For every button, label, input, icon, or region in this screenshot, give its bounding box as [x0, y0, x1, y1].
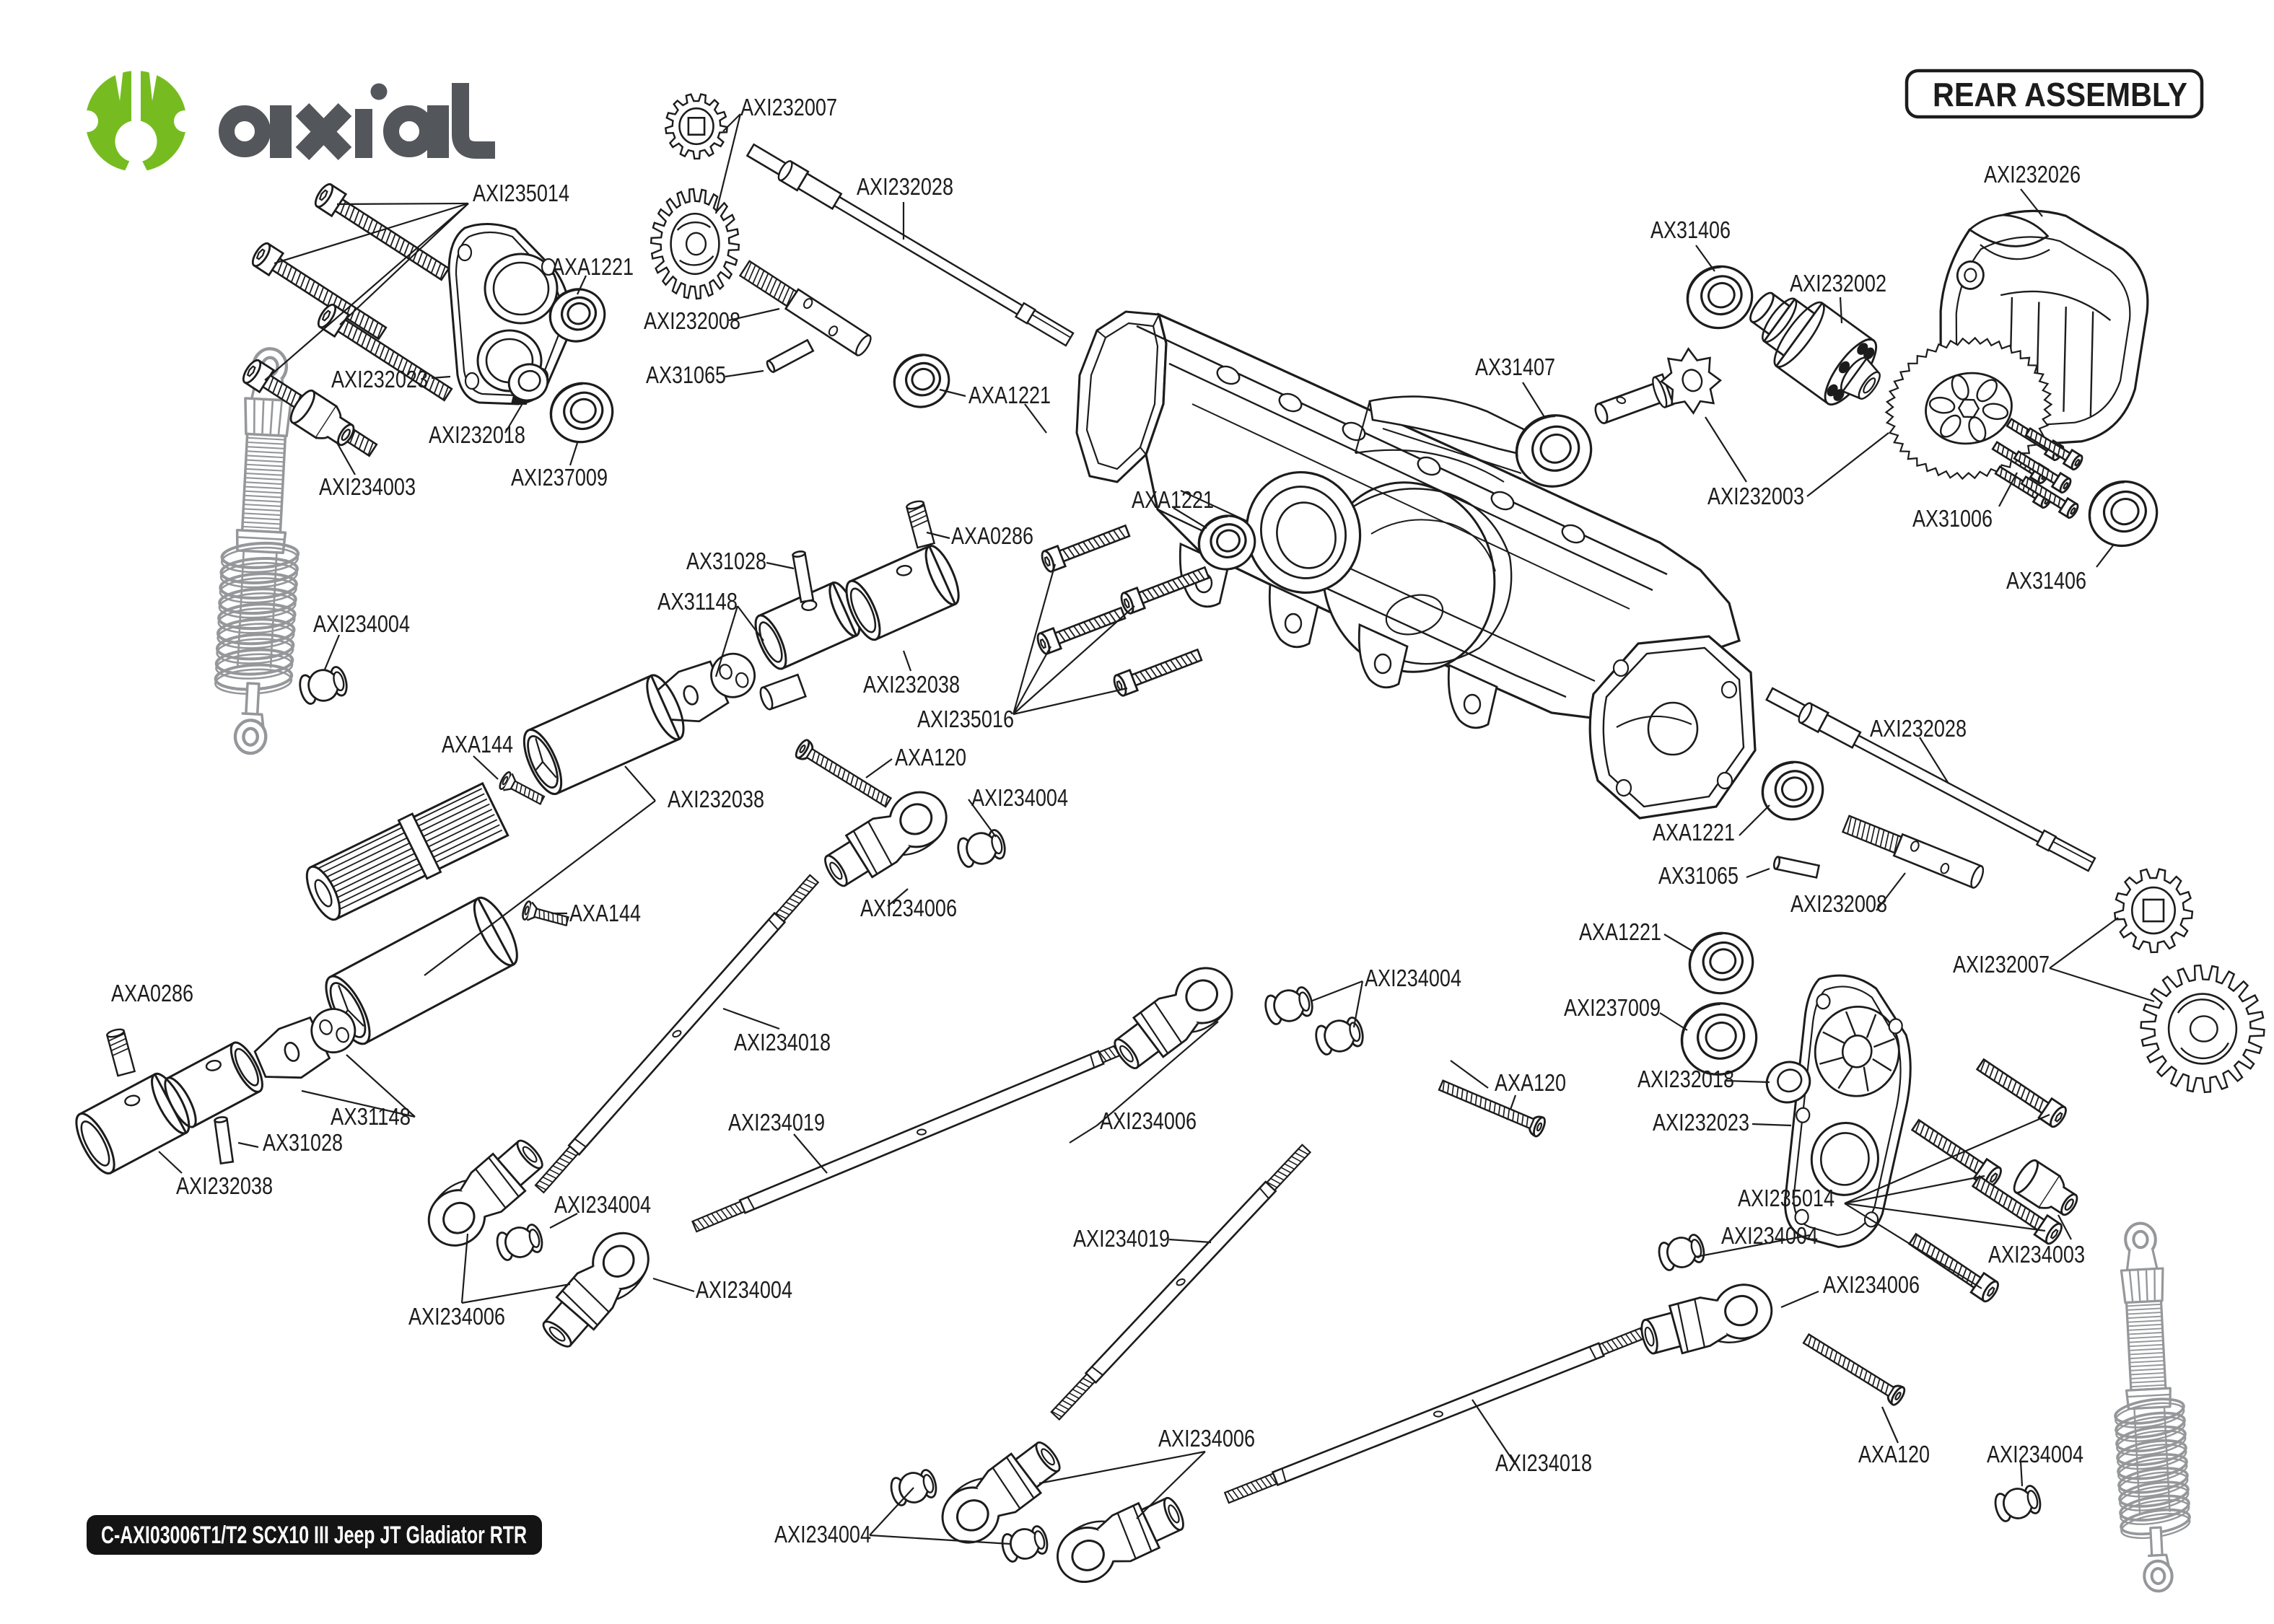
svg-text:AXI232007: AXI232007	[1953, 951, 2050, 978]
svg-text:AXI237009: AXI237009	[511, 464, 608, 491]
svg-text:AX31065: AX31065	[1658, 862, 1739, 889]
svg-text:REAR ASSEMBLY: REAR ASSEMBLY	[1933, 76, 2187, 113]
svg-text:AXA1221: AXA1221	[1132, 486, 1214, 513]
svg-text:AXI232023: AXI232023	[331, 366, 428, 392]
svg-text:AXA1221: AXA1221	[968, 382, 1051, 408]
svg-text:AXA0286: AXA0286	[951, 522, 1033, 549]
svg-text:AXI232023: AXI232023	[1653, 1109, 1749, 1136]
svg-text:AX31065: AX31065	[646, 361, 726, 388]
svg-text:AXI234003: AXI234003	[1988, 1241, 2085, 1268]
svg-text:AXI235014: AXI235014	[1738, 1185, 1834, 1211]
svg-text:AXI234006: AXI234006	[408, 1303, 505, 1330]
svg-text:AXI234004: AXI234004	[774, 1521, 871, 1548]
svg-text:AXI232038: AXI232038	[176, 1172, 273, 1199]
svg-text:AX31406: AX31406	[1650, 216, 1731, 243]
svg-text:AXI237009: AXI237009	[1564, 994, 1661, 1021]
svg-text:AXI234006: AXI234006	[1158, 1425, 1255, 1452]
svg-text:AXI232028: AXI232028	[857, 173, 953, 200]
svg-text:AXI234006: AXI234006	[1100, 1107, 1197, 1134]
svg-text:AXI232007: AXI232007	[740, 94, 837, 120]
svg-text:AXI234019: AXI234019	[728, 1109, 825, 1136]
svg-text:AXI232003: AXI232003	[1707, 483, 1804, 509]
svg-text:AXI235016: AXI235016	[917, 706, 1014, 732]
svg-text:AXI234018: AXI234018	[734, 1029, 831, 1055]
svg-text:AXA144: AXA144	[569, 900, 641, 926]
svg-text:AXI232038: AXI232038	[668, 786, 764, 812]
svg-text:AXI232028: AXI232028	[1870, 715, 1967, 742]
svg-text:AXI234004: AXI234004	[1987, 1441, 2083, 1467]
svg-text:AXI234003: AXI234003	[319, 473, 416, 500]
svg-text:AXI232038: AXI232038	[863, 671, 960, 698]
svg-text:AXI234018: AXI234018	[1495, 1449, 1592, 1476]
svg-text:AX31407: AX31407	[1475, 354, 1555, 380]
svg-text:AXA120: AXA120	[1495, 1069, 1566, 1096]
svg-text:AX31006: AX31006	[1912, 505, 1993, 532]
svg-text:AXI234004: AXI234004	[696, 1276, 792, 1303]
svg-text:AXA120: AXA120	[1858, 1441, 1930, 1467]
svg-text:AXI234006: AXI234006	[1823, 1271, 1920, 1298]
svg-text:AXA120: AXA120	[895, 744, 966, 771]
svg-text:AX31148: AX31148	[331, 1103, 411, 1130]
svg-text:AXI232002: AXI232002	[1790, 270, 1886, 297]
svg-text:AX31028: AX31028	[263, 1129, 343, 1156]
svg-text:AXI232018: AXI232018	[1637, 1066, 1734, 1092]
svg-text:AXI232026: AXI232026	[1984, 161, 2081, 188]
svg-text:AXI232008: AXI232008	[1790, 890, 1887, 917]
svg-text:AXI234004: AXI234004	[313, 610, 410, 637]
svg-text:AXI235014: AXI235014	[473, 180, 569, 206]
svg-text:AXI234004: AXI234004	[554, 1191, 651, 1218]
svg-text:AXI232008: AXI232008	[644, 307, 740, 334]
svg-text:C-AXI03006T1/T2 SCX10 III Jeep: C-AXI03006T1/T2 SCX10 III Jeep JT Gladia…	[101, 1522, 527, 1549]
svg-text:AX31028: AX31028	[686, 548, 766, 574]
svg-text:AXI234004: AXI234004	[1365, 965, 1461, 991]
svg-text:AXI232018: AXI232018	[429, 421, 525, 448]
svg-text:AXA144: AXA144	[442, 731, 513, 758]
svg-text:AX31148: AX31148	[657, 588, 738, 615]
svg-text:AXA0286: AXA0286	[111, 980, 193, 1006]
svg-text:AX31406: AX31406	[2006, 567, 2086, 594]
svg-text:AXA1221: AXA1221	[1653, 819, 1735, 846]
svg-text:AXA1221: AXA1221	[1579, 918, 1661, 945]
svg-text:AXA1221: AXA1221	[551, 253, 634, 280]
svg-text:AXI234004: AXI234004	[1721, 1222, 1818, 1249]
svg-text:AXI234019: AXI234019	[1073, 1225, 1170, 1252]
svg-text:AXI234004: AXI234004	[971, 784, 1068, 811]
svg-text:AXI234006: AXI234006	[860, 895, 957, 921]
